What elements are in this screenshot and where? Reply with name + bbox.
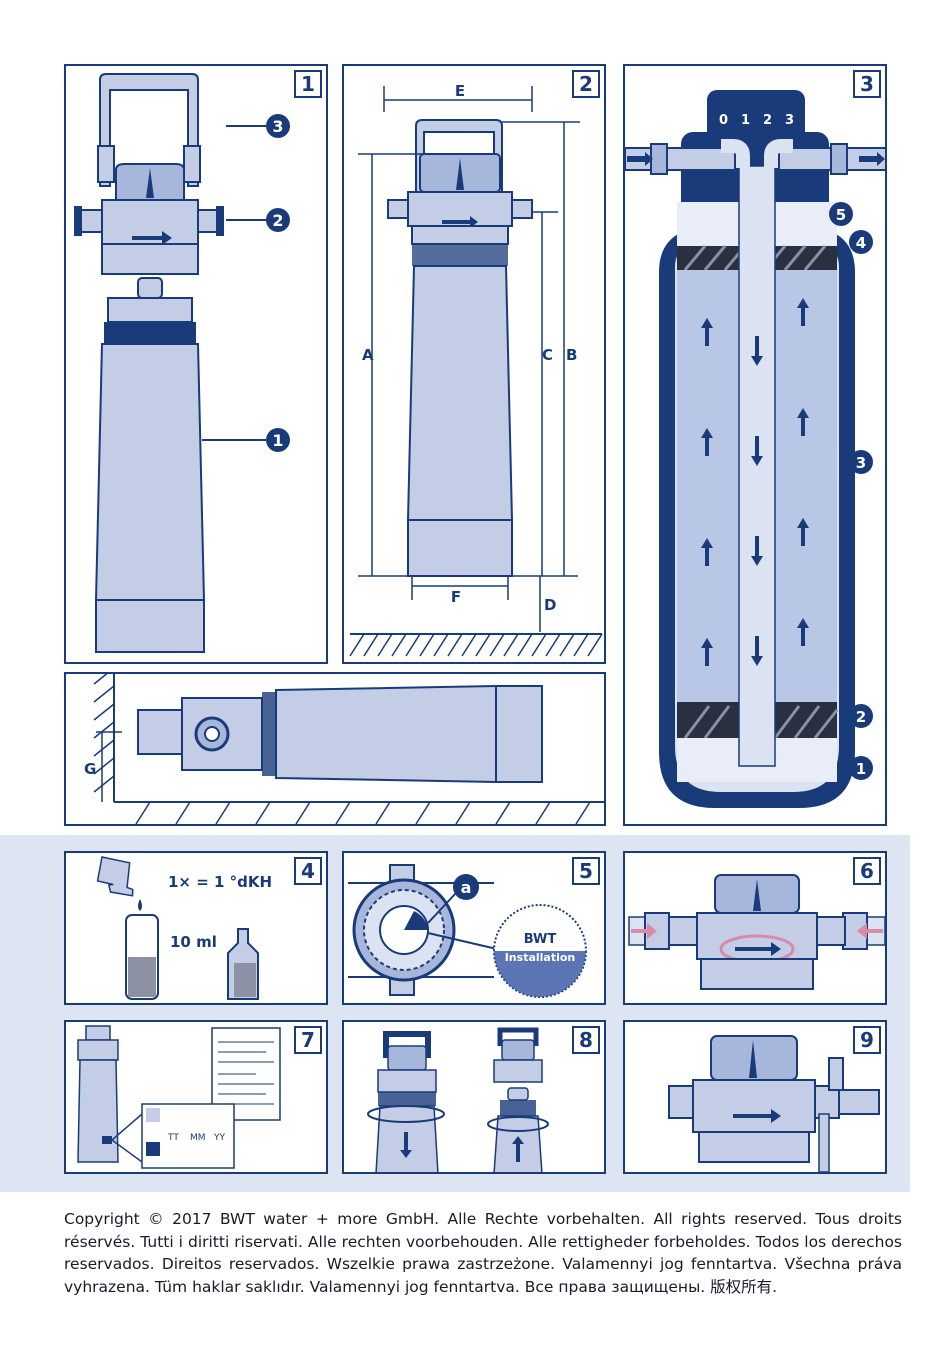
callout-2-label: 2 (272, 211, 283, 230)
flow-arrow-icon (733, 1109, 781, 1123)
flow-arrow-icon (132, 231, 172, 245)
copyright-notice: Copyright © 2017 BWT water + more GmbH. … (64, 1210, 902, 1296)
panel-number: 3 (853, 70, 881, 98)
flow-up-arrows (701, 298, 809, 666)
dial-2: 2 (763, 113, 772, 128)
cross-section-illustration: 0 1 2 3 (625, 90, 885, 808)
drop-equivalence-text: 1× = 1 °dKH (168, 873, 272, 891)
panel-number: 4 (294, 857, 322, 885)
callout-a (453, 874, 479, 900)
panel-number: 9 (853, 1026, 881, 1054)
cartridge-top (107, 297, 193, 323)
panel-number: 6 (853, 857, 881, 885)
dim-label-e: E (455, 82, 465, 100)
dim-label-d: D (544, 596, 556, 614)
dial-0: 0 (719, 113, 728, 128)
drain-hose (818, 1113, 830, 1172)
bracket-clip (97, 145, 115, 183)
callout-5: 5 (836, 206, 846, 224)
panel-2-dimensions: 2 E A C B F D (342, 64, 606, 664)
cartridge-base (95, 599, 205, 653)
volume-text: 10 ml (170, 933, 217, 951)
panel-1-components: 1 3 2 1 (64, 64, 328, 664)
rinse-illustration (668, 1035, 880, 1172)
horizontal-install-illustration: G (84, 674, 604, 824)
callout-4: 4 (856, 234, 866, 252)
callout-1 (266, 428, 290, 452)
stamp-brand: BWT (524, 932, 557, 947)
dropper-bottle-icon (96, 856, 134, 897)
dim-label-b: B (566, 346, 577, 364)
callout-3-label: 3 (272, 117, 283, 136)
stamp-illustration: a BWT Installation (348, 864, 587, 998)
panel-number: 2 (572, 70, 600, 98)
cartridge-thread (104, 322, 196, 344)
cartridge-cap (137, 277, 163, 299)
dim-label-c: C (542, 346, 553, 364)
filter-hatch (683, 245, 827, 271)
date-label-illustration: TT MM YY (77, 1025, 281, 1169)
callout-1: 1 (856, 760, 866, 778)
cartridge-body (94, 343, 206, 601)
panel-horizontal-install: G (64, 672, 606, 826)
date-field-tt: TT (167, 1133, 179, 1143)
date-field-mm: MM (190, 1133, 206, 1143)
flow-direction-illustration (628, 874, 885, 990)
panel-9-rinse: 9 (623, 1020, 887, 1174)
panel-number: 8 (572, 1026, 600, 1054)
panel-3-cross-section: 3 0 1 2 3 (623, 64, 887, 826)
inflow-arrow-icon (857, 923, 883, 939)
callout-a-label: a (461, 878, 472, 897)
dial-3: 3 (785, 113, 794, 128)
dim-label-f: F (451, 588, 461, 606)
callout-1-label: 1 (272, 431, 283, 450)
panel-number: 5 (572, 857, 600, 885)
panel-5-installation-stamp: 5 a BWT Installation (342, 851, 606, 1005)
dim-label-a: A (362, 346, 374, 364)
callout-2 (266, 208, 290, 232)
inflow-arrow-icon (631, 923, 657, 939)
flow-arrow-icon (735, 942, 781, 956)
floor-hatching (349, 633, 603, 657)
horizontal-cartridge (275, 685, 543, 783)
bracket-clip (183, 145, 201, 183)
dial-1: 1 (741, 113, 750, 128)
callout-2: 2 (856, 708, 866, 726)
exploded-filter-illustration: 3 2 1 (74, 73, 290, 653)
cap-marker (146, 168, 154, 198)
hardness-test-illustration: 1× = 1 °dKH 10 ml (96, 856, 272, 1000)
cartridge-change-illustration (367, 1027, 549, 1172)
panel-6-flow-direction: 6 (623, 851, 887, 1005)
callout-3: 3 (856, 454, 866, 472)
dimension-drawing: E A C B F D (349, 82, 603, 657)
panel-8-cartridge-change: 8 (342, 1020, 606, 1174)
callout-3 (266, 114, 290, 138)
panel-number: 1 (294, 70, 322, 98)
stamp-label: Installation (505, 951, 576, 964)
flow-down-arrows (751, 336, 763, 666)
panel-7-date-label: 7 TT MM YY (64, 1020, 328, 1174)
wall-hatching (93, 674, 115, 793)
panel-4-hardness-test: 4 1× = 1 °dKH 10 ml (64, 851, 328, 1005)
dim-label-g: G (84, 760, 96, 778)
date-field-yy: YY (213, 1133, 225, 1143)
bypass-dial (707, 90, 805, 144)
panel-number: 7 (294, 1026, 322, 1054)
